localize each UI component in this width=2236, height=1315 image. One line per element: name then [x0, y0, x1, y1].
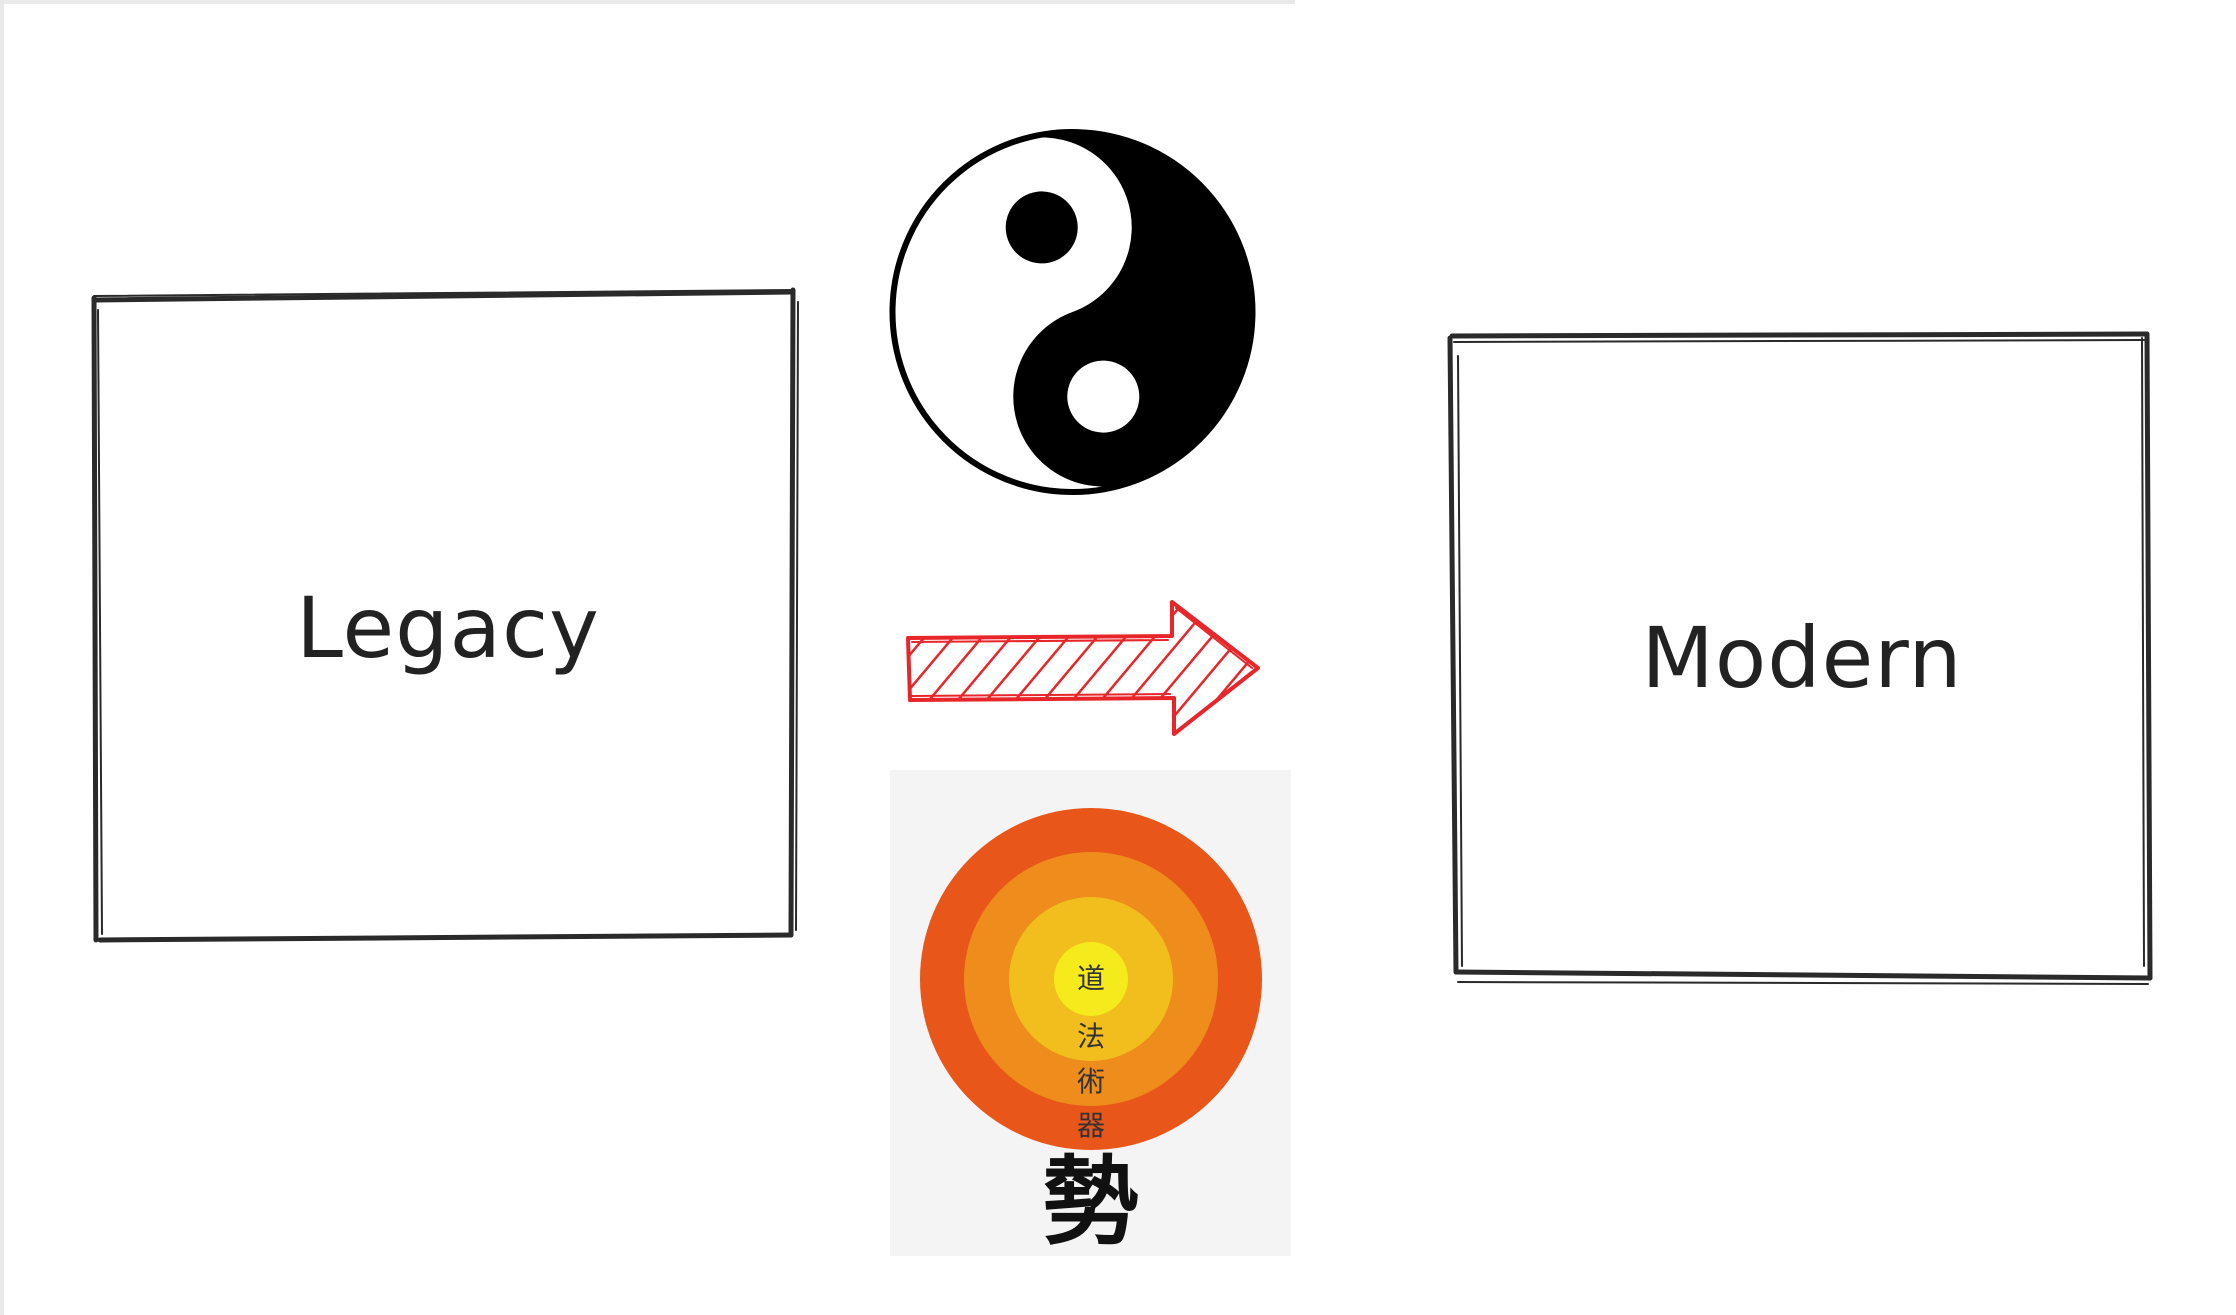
- modern-label: Modern: [1641, 609, 1963, 707]
- hatched-arrow-right-icon: [906, 600, 1260, 736]
- ring-label-shu: 術: [1076, 1065, 1105, 1098]
- yin-yang-icon: [889, 129, 1256, 495]
- modern-box: Modern: [1442, 326, 2162, 986]
- legacy-box-outline: [91, 287, 799, 943]
- ring-label-dao: 道: [1076, 962, 1105, 995]
- ring-label-fa: 法: [1076, 1020, 1105, 1053]
- legacy-label: Legacy: [296, 579, 600, 677]
- dao-fa-shu-qi-target: 道 法 術 器 勢: [890, 770, 1291, 1256]
- concentric-rings: [920, 808, 1262, 1150]
- frame-top-line: [0, 0, 1295, 4]
- modern-box-outline: [1447, 331, 2153, 985]
- legacy-box: Legacy: [88, 280, 808, 950]
- frame-left-line: [0, 0, 4, 1315]
- ring-label-qi: 器: [1076, 1109, 1105, 1142]
- target-caption-shi: 勢: [1042, 1145, 1139, 1258]
